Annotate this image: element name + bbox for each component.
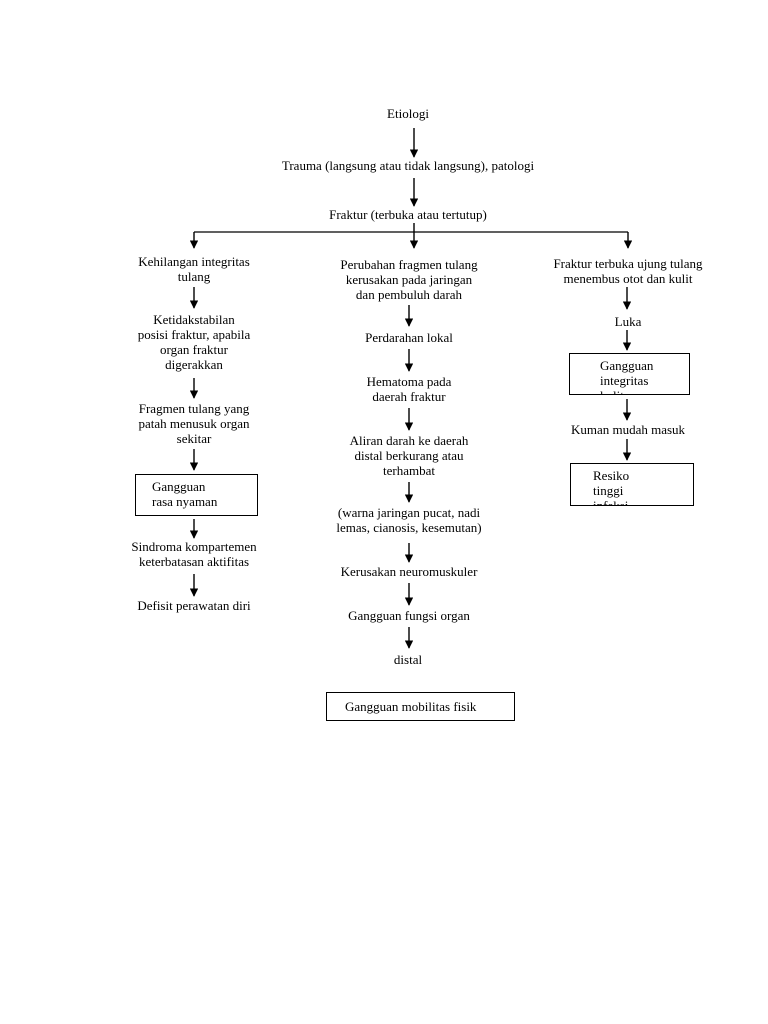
node-kerusakan-neuromuskuler: Kerusakan neuromuskuler xyxy=(340,564,478,579)
node-fraktur: Fraktur (terbuka atau tertutup) xyxy=(329,207,487,222)
node-warna-jaringan: (warna jaringan pucat, nadi lemas, ciano… xyxy=(336,505,482,535)
node-aliran-darah: Aliran darah ke daerah distal berkurang … xyxy=(349,433,469,478)
node-luka: Luka xyxy=(614,314,642,329)
node-sindroma-kompartemen: Sindroma kompartemen keterbatasan aktifi… xyxy=(131,539,257,569)
node-fragmen-menusuk: Fragmen tulang yang patah menusuk organ … xyxy=(138,401,250,446)
node-kehilangan-integritas: Kehilangan integritas tulang xyxy=(138,254,250,284)
node-perubahan-fragmen: Perubahan fragmen tulang kerusakan pada … xyxy=(340,257,478,302)
box-gangguan-mobilitas-fisik-label: Gangguan mobilitas fisik xyxy=(345,699,477,714)
node-trauma: Trauma (langsung atau tidak langsung), p… xyxy=(281,158,535,173)
node-distal: distal xyxy=(393,652,423,667)
box-resiko-tinggi-infeksi-label: Resiko tinggi infeksi xyxy=(593,468,630,506)
node-kuman-mudah-masuk: Kuman mudah masuk xyxy=(570,422,686,437)
node-etiologi: Etiologi xyxy=(387,106,429,121)
box-gangguan-integritas-kulit: Gangguan integritas kulit xyxy=(569,353,690,395)
box-resiko-tinggi-infeksi: Resiko tinggi infeksi xyxy=(570,463,694,506)
box-gangguan-rasa-nyaman: Gangguan rasa nyaman xyxy=(135,474,258,516)
node-gangguan-fungsi-organ: Gangguan fungsi organ xyxy=(348,608,470,623)
node-ketidakstabilan: Ketidakstabilan posisi fraktur, apabila … xyxy=(137,312,251,372)
box-gangguan-mobilitas-fisik: Gangguan mobilitas fisik xyxy=(326,692,515,721)
node-defisit-perawatan: Defisit perawatan diri xyxy=(137,598,251,613)
node-hematoma: Hematoma pada daerah fraktur xyxy=(366,374,452,404)
box-gangguan-integritas-kulit-label: Gangguan integritas kulit xyxy=(600,358,654,394)
node-fraktur-terbuka: Fraktur terbuka ujung tulang menembus ot… xyxy=(553,256,703,286)
node-perdarahan-lokal: Perdarahan lokal xyxy=(365,330,453,345)
box-gangguan-rasa-nyaman-label: Gangguan rasa nyaman xyxy=(152,479,218,509)
